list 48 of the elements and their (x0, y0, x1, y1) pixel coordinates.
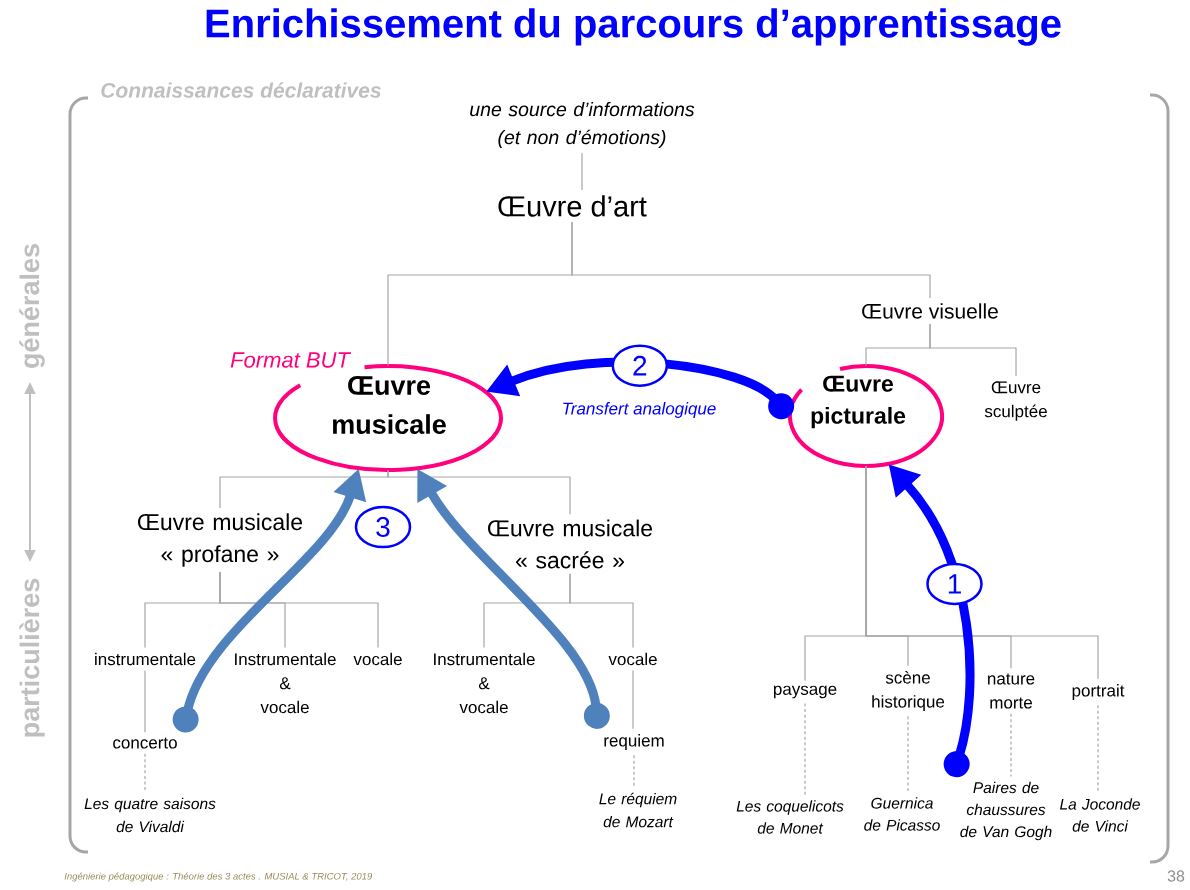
dashed-line (907, 715, 909, 793)
arrow-caption: Transfert analogique (563, 402, 716, 418)
example-label: Guernica de Picasso (864, 797, 940, 831)
dashed-line (1010, 713, 1012, 778)
tree-line (865, 465, 1099, 680)
category-label: Œuvre musicale « sacrée » (488, 519, 653, 569)
axis-label: générales (19, 244, 45, 368)
circled-concept: Œuvre picturale (788, 364, 944, 468)
note-text: une source d’informations (et non d’émotions) (470, 101, 695, 149)
tree-line (144, 669, 146, 733)
dashed-line (633, 754, 635, 789)
footer-text: Ingénierie pédagogique : Théorie des 3 actes . MUSIAL & TRICOT, 2019 (64, 872, 373, 882)
tree-line (632, 669, 634, 730)
callout-number: 2 (611, 344, 669, 387)
axis-label: particulières (19, 578, 45, 737)
category-label: scène historique (872, 671, 945, 712)
callout-number: 3 (354, 505, 412, 549)
dashed-line (804, 703, 806, 796)
category-label: requiem (604, 734, 664, 750)
category-label: instrumentale (95, 652, 196, 666)
category-label: portrait (1072, 684, 1125, 700)
example-label: La Joconde de Vinci (1060, 798, 1140, 832)
category-label: Instrumentale & vocale (235, 652, 336, 714)
example-label: Les quatre saisons de Vivaldi (84, 797, 216, 833)
dashed-line (1097, 704, 1099, 794)
tree-line (581, 152, 583, 191)
category-label: vocale (608, 652, 657, 666)
tree-line (569, 573, 634, 649)
example-label: Les coquelicots de Monet (736, 800, 844, 834)
tree-line (929, 323, 1017, 377)
category-label: Œuvre visuelle (862, 303, 998, 319)
callout-number: 1 (926, 562, 983, 606)
example-label: Le réquiem de Mozart (599, 792, 677, 828)
tree-line (571, 221, 931, 299)
example-label: Paires de chaussures de Van Gogh (960, 781, 1052, 841)
category-label: nature morte (988, 673, 1035, 709)
page-number: 38 (1167, 870, 1185, 882)
section-heading: Connaissances déclaratives (101, 82, 381, 98)
category-label: vocale (353, 652, 402, 666)
tree-line (387, 469, 571, 515)
category-label: concerto (113, 737, 177, 749)
category-label: paysage (773, 685, 837, 699)
tree-line (219, 571, 379, 649)
category-label: Œuvre sculptée (984, 381, 1047, 421)
category-label: Instrumentale & vocale (434, 652, 535, 714)
title: Enrichissement du parcours d’apprentissage (206, 8, 1061, 46)
category-label: Œuvre d’art (498, 195, 647, 217)
category-label: Œuvre musicale « profane » (138, 513, 303, 567)
